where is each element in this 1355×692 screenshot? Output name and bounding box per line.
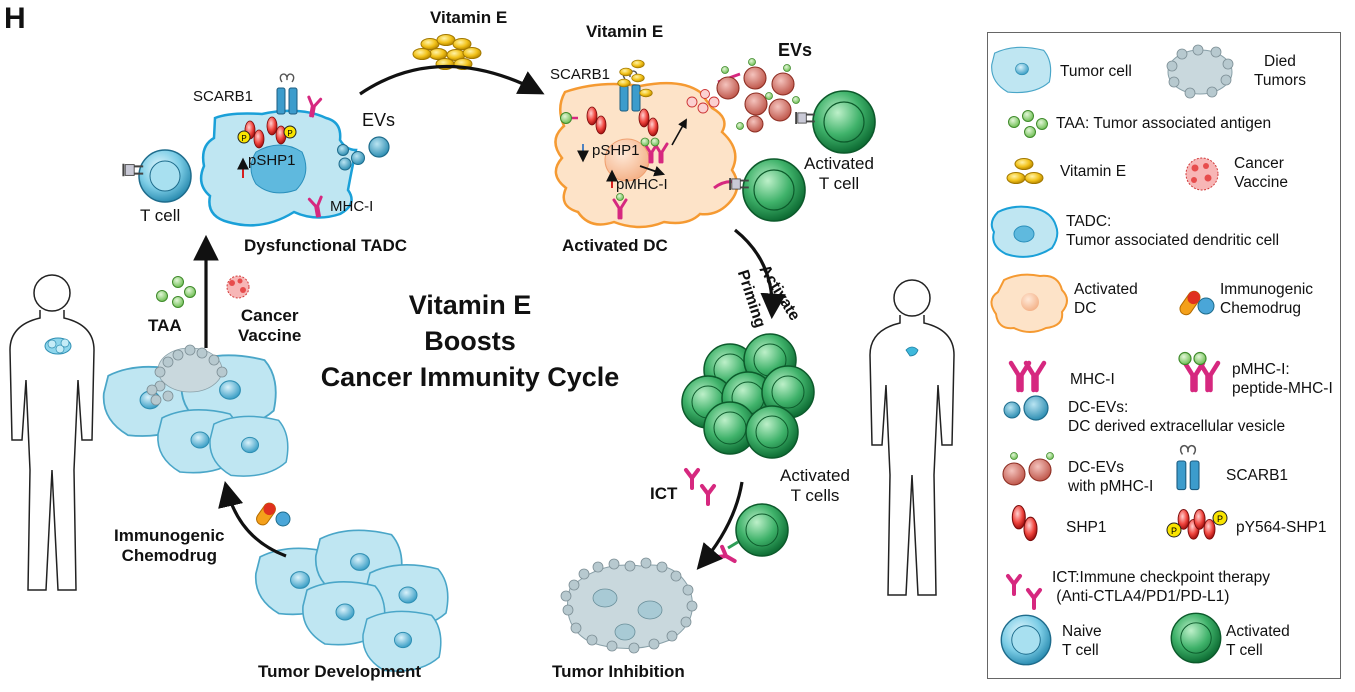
legend-activated-t-label: Activated T cell [1226,623,1290,660]
ict-label: ICT [650,484,678,503]
pmhc-label: pMHC-I [616,176,668,193]
cancer-vaccine-particle [226,275,250,299]
legend-naive-t-label: Naive T cell [1062,623,1102,660]
legend-scarb1-label: SCARB1 [1226,467,1289,484]
legend-dc-evs-label: DC-EVs: DC derived extracellular vesicle [1068,399,1286,436]
legend-dc-evs-pmhc-label: DC-EVs with pMHC-I [1068,459,1154,496]
taa-label: TAA [148,316,182,335]
chemodrug-capsule [256,502,291,527]
cancer-vaccine-label: Cancer Vaccine [238,306,302,345]
pshp1-right-label: pSHP1 [592,142,640,159]
legend-py564-label: pY564-SHP1 [1236,519,1327,536]
vitamin-e-dc-label: Vitamin E [586,22,664,41]
vitamin-e-pills [412,34,482,70]
activated-t-cell-top-right [795,90,876,154]
activated-dc-label: Activated DC [562,236,668,255]
legend-taa-label: TAA: Tumor associated antigen [1056,115,1272,132]
legend-py564-icon [1166,509,1228,540]
legend-died-tumors-label: Died Tumors [1254,53,1306,90]
legend-phospho-label-2: P [1217,514,1223,524]
human-silhouette-right [869,279,955,596]
scarb1-left-label: SCARB1 [193,88,254,105]
evs-left-label: EVs [362,110,396,130]
legend-chemodrug-icon [1179,290,1215,316]
legend-ict-label: ICT:Immune checkpoint therapy (Anti-CTLA… [1052,569,1270,606]
tumor-in-body-right [905,346,919,357]
panel-label: H [4,2,26,35]
dysfunctional-tadc-cell [199,73,390,227]
legend-cancer-vaccine-icon [1185,157,1219,191]
ev-with-pmhc-group [716,58,800,133]
title-line-3: Cancer Immunity Cycle [320,362,620,392]
pshp1-left-label: pSHP1 [248,152,296,169]
phospho-label-2: P [287,129,292,138]
legend-icons [990,44,1234,666]
t-cell-label: T cell [140,206,181,225]
legend-mhc-label: MHC-I [1070,371,1115,388]
taa-dots-left [156,276,196,308]
activated-t-cells-label: Activated T cells [780,466,850,505]
legend-vitamin-e-label: Vitamin E [1060,163,1127,180]
legend-pmhc-icon [1178,351,1218,391]
tumor-cluster-left [102,344,289,477]
activated-dc-cell [554,59,741,229]
legend-chemodrug-label: Immunogenic Chemodrug [1220,281,1314,318]
legend-shp1-label: SHP1 [1066,519,1107,536]
activated-t-cell-cluster [681,333,815,459]
immunogenic-chemodrug-label: Immunogenic Chemodrug [114,526,225,565]
legend-tumor-cell-label: Tumor cell [1060,63,1132,80]
activated-t-cell-top-label: Activated T cell [804,154,874,193]
vitamin-e-top-label: Vitamin E [430,8,508,27]
ict-antibodies [684,468,716,506]
dysfunctional-tadc-label: Dysfunctional TADC [244,236,408,255]
activated-t-cell-effector [714,503,789,569]
legend-died-tumors-icon [1166,44,1234,99]
legend-activated-dc-icon [990,273,1068,333]
mhc-left-label: MHC-I [330,198,374,215]
legend-dc-evs-icon [1003,395,1049,421]
cycle-arrows [193,64,786,570]
tumor-inhibition-label: Tumor Inhibition [552,662,685,681]
human-silhouette-left [9,274,95,591]
legend-pmhc-label: pMHC-I: peptide-MHC-I [1232,361,1333,398]
evs-right-label: EVs [778,40,813,60]
tumor-development-label: Tumor Development [258,662,422,681]
title-line-1: Vitamin E [408,290,532,320]
scarb1-right-label: SCARB1 [550,66,611,83]
phospho-label-1: P [241,134,246,143]
activated-t-cell-docked [729,158,806,222]
naive-t-cell-left [122,149,192,203]
legend-phospho-label-1: P [1171,526,1177,536]
legend-cancer-vaccine-label: Cancer Vaccine [1234,155,1288,192]
legend-dc-evs-pmhc-icon [1002,452,1054,486]
tumor-development-cells [254,529,449,672]
legend-tadc-icon [990,205,1059,258]
tumor-inhibition-cluster [560,557,698,654]
legend-activated-dc-label: Activated DC [1074,281,1138,318]
title-line-2: Boosts [424,326,516,356]
tumor-in-body-left [44,337,72,355]
legend-box [987,32,1341,679]
legend-tadc-label: TADC: Tumor associated dendritic cell [1066,213,1280,250]
